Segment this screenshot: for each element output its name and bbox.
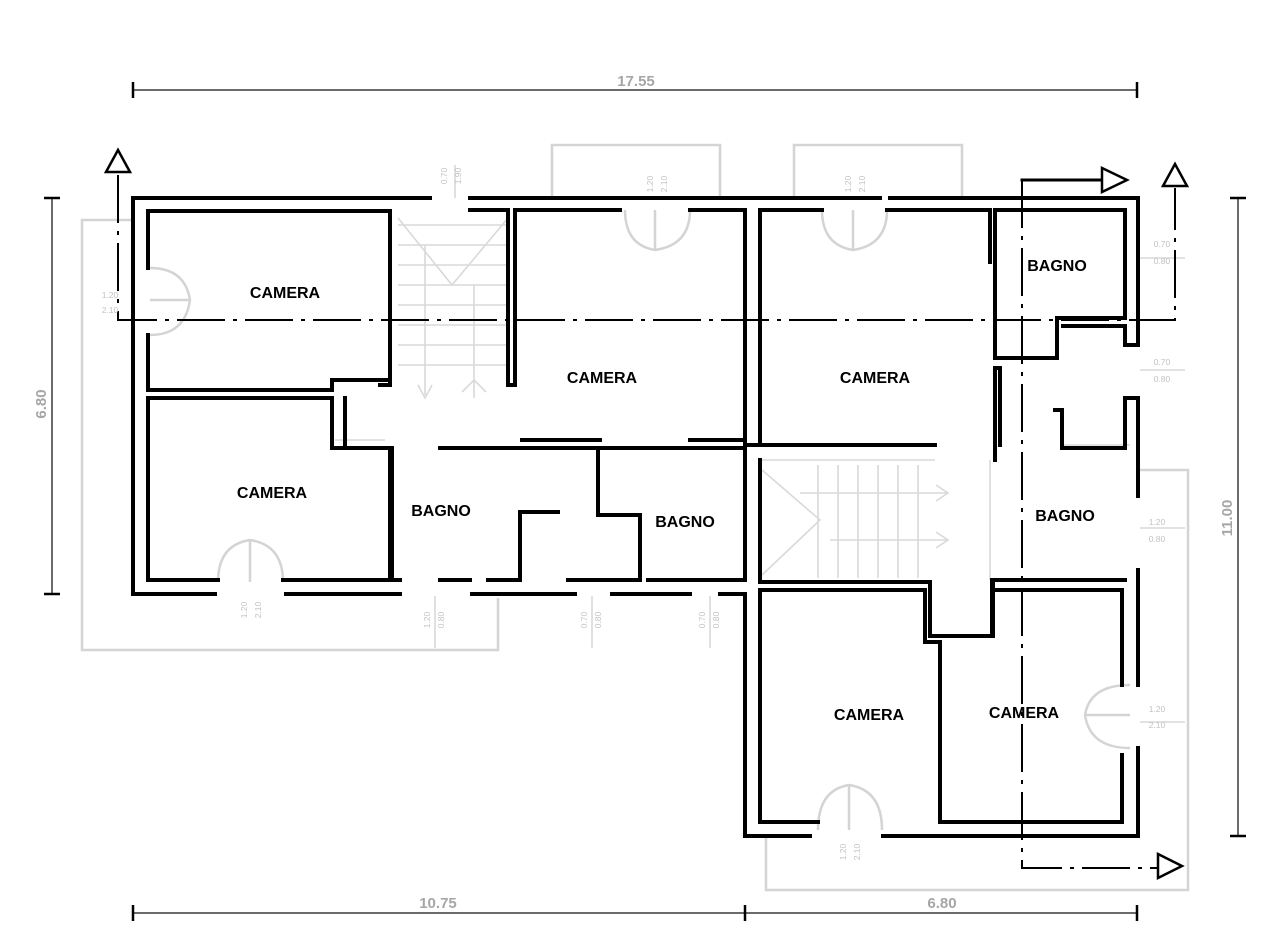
opening-label: 2.10	[857, 175, 867, 192]
opening-label: 0.70	[697, 611, 707, 628]
dim-bottom-left: 10.75	[419, 895, 457, 912]
room-label-bagno: BAGNO	[655, 514, 715, 531]
opening-label: 0.80	[436, 611, 446, 628]
section-arrow-right-top	[1100, 166, 1130, 194]
section-arrow-top-right	[1160, 161, 1190, 188]
faint-elements	[80, 143, 1190, 892]
section-axes	[103, 147, 1190, 881]
room-label-camera: CAMERA	[989, 705, 1060, 722]
dim-top-total: 17.55	[617, 73, 655, 90]
room-label-camera: CAMERA	[834, 707, 905, 724]
dim-bottom-right: 6.80	[927, 895, 956, 912]
opening-label: 0.70	[1154, 357, 1171, 367]
opening-label: 2.10	[1149, 720, 1166, 730]
opening-label: 1.20	[239, 601, 249, 618]
dimension-lines	[44, 82, 1246, 921]
opening-label: 1.20	[843, 175, 853, 192]
opening-label: 1.20	[102, 290, 119, 300]
opening-label: 1.20	[1149, 704, 1166, 714]
room-label-camera: CAMERA	[250, 285, 321, 302]
dim-left-height: 6.80	[33, 389, 50, 418]
opening-annotations: 1.20 2.10 0.70 1.90 1.20 2.10 1.20 2.10 …	[102, 167, 1171, 860]
opening-label: 2.10	[659, 175, 669, 192]
opening-label: 1.90	[453, 167, 463, 184]
room-label-bagno: BAGNO	[1027, 258, 1087, 275]
walls	[131, 196, 1140, 838]
opening-label: 0.80	[1154, 256, 1171, 266]
opening-label: 2.10	[852, 843, 862, 860]
opening-label: 0.80	[1149, 534, 1166, 544]
opening-label: 0.70	[579, 611, 589, 628]
room-label-camera: CAMERA	[840, 370, 911, 387]
section-arrow-right-bottom	[1156, 851, 1185, 881]
opening-label: 0.80	[593, 611, 603, 628]
opening-label: 1.20	[645, 175, 655, 192]
opening-label: 0.80	[1154, 374, 1171, 384]
opening-label: 2.10	[102, 305, 119, 315]
opening-label: 1.20	[1149, 517, 1166, 527]
dim-right-height: 11.00	[1219, 500, 1236, 537]
section-arrow-top-left	[103, 147, 133, 174]
opening-label: 2.10	[253, 601, 263, 618]
opening-label: 1.20	[422, 611, 432, 628]
opening-label: 0.80	[711, 611, 721, 628]
room-label-bagno: BAGNO	[411, 503, 471, 520]
opening-label: 0.70	[439, 167, 449, 184]
opening-label: 1.20	[838, 843, 848, 860]
opening-label: 0.70	[1154, 239, 1171, 249]
room-label-camera: CAMERA	[237, 485, 308, 502]
room-label-camera: CAMERA	[567, 370, 638, 387]
room-label-bagno: BAGNO	[1035, 508, 1095, 525]
